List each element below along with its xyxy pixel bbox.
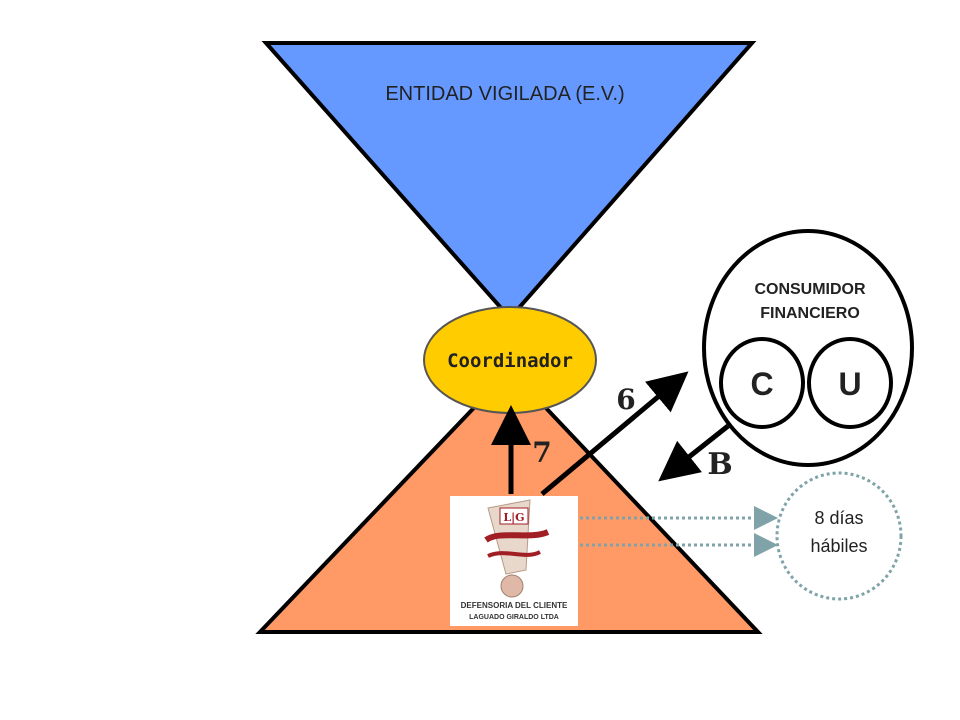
- deadline-line2: hábiles: [810, 536, 867, 556]
- arrow-7-label: 7: [532, 436, 551, 469]
- coordinador-label: Coordinador: [447, 350, 573, 372]
- u-letter: U: [838, 366, 861, 402]
- defensoria-logo: L|G DEFENSORIA DEL CLIENTE LAGUADO GIRAL…: [450, 496, 578, 626]
- logo-initials: L|G: [503, 511, 524, 524]
- consumidor-label-line1: CONSUMIDOR: [754, 281, 866, 298]
- consumidor-label-line2: FINANCIERO: [760, 305, 860, 322]
- logo-line2: LAGUADO GIRALDO LTDA: [469, 614, 559, 621]
- deadline-circle: [775, 471, 903, 601]
- arrow-b: [658, 424, 730, 482]
- entidad-vigilada-triangle: [261, 41, 757, 322]
- c-letter: C: [750, 366, 773, 402]
- arrow-6: [540, 371, 689, 496]
- entidad-vigilada-label: ENTIDAD VIGILADA (E.V.): [385, 83, 624, 105]
- deadline-line1: 8 días: [814, 508, 863, 528]
- arrow-b-label: B: [707, 447, 732, 482]
- u-circle: [807, 337, 893, 429]
- c-circle: [719, 337, 805, 429]
- logo-line1: DEFENSORIA DEL CLIENTE: [461, 601, 568, 610]
- arrow-6-label: 6: [616, 383, 635, 416]
